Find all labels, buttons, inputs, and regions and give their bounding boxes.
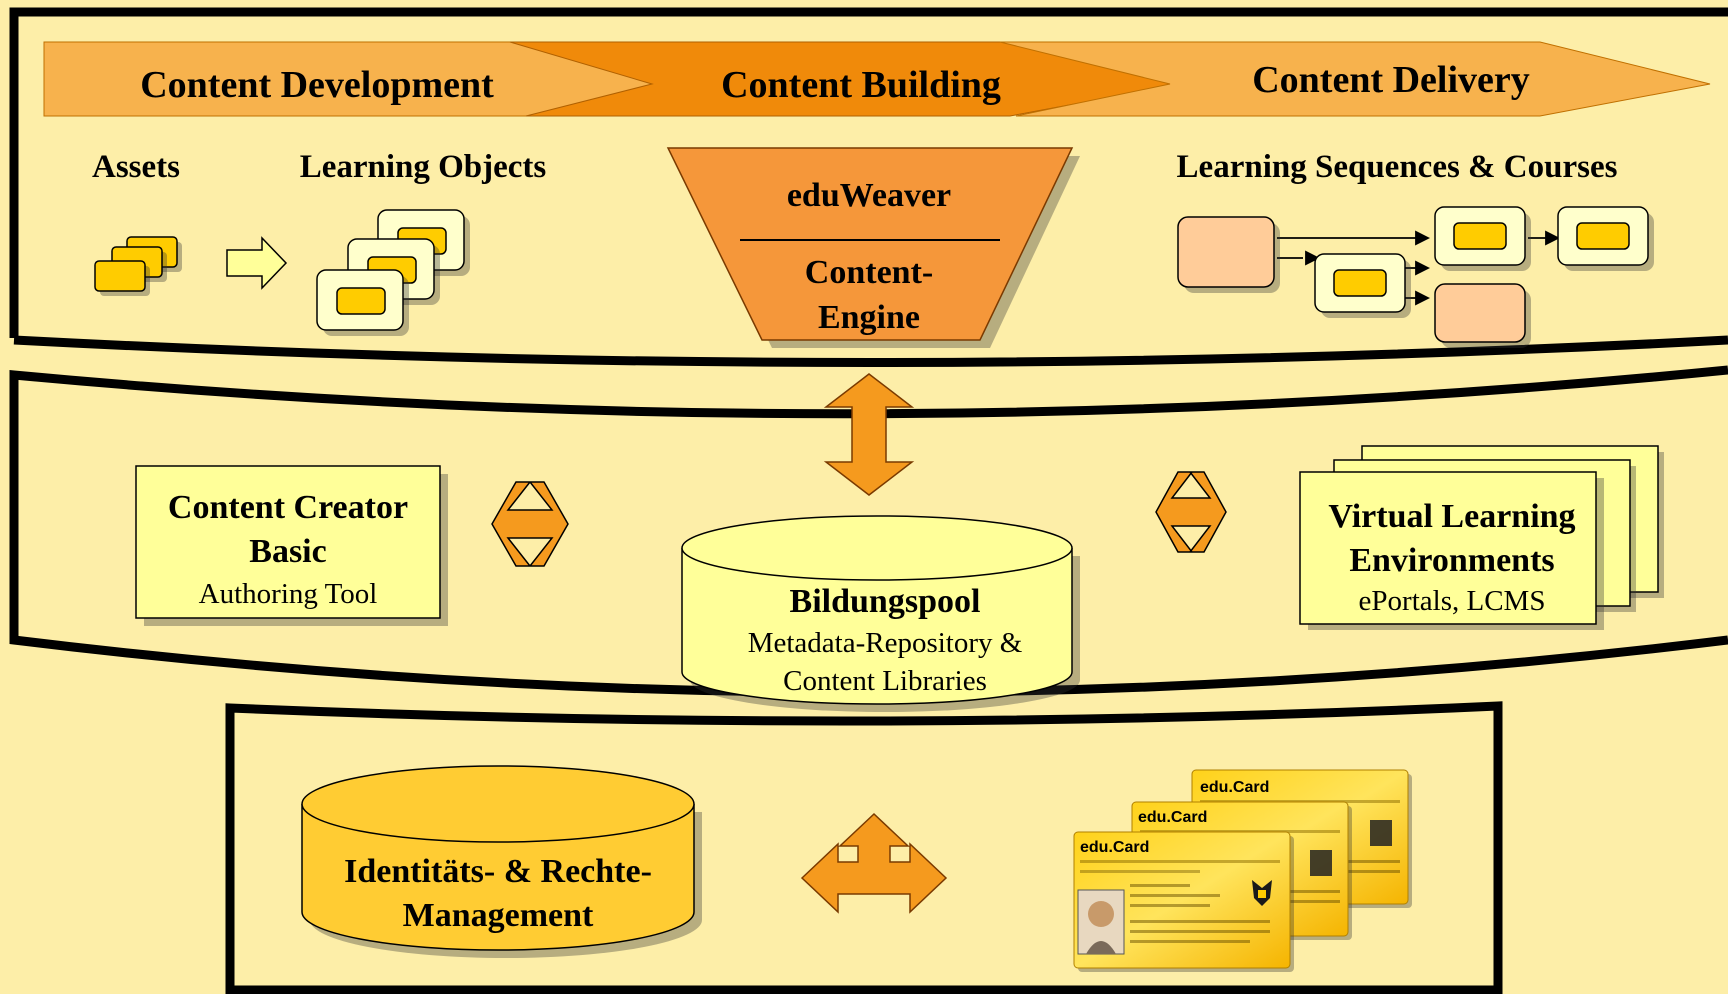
eagle-emblem-icon <box>1252 880 1272 906</box>
identity-management-cylinder: Identitäts- & Rechte- Management <box>301 765 702 958</box>
educard-back-brand: edu.Card <box>1200 779 1269 796</box>
learning-objects-label: Learning Objects <box>300 149 547 185</box>
eduweaver-title: eduWeaver <box>787 177 951 214</box>
content-creator-title1: Content Creator <box>168 489 408 526</box>
educard-stack: edu.Card edu.Card edu.Card <box>1073 769 1412 972</box>
content-creator-title2: Basic <box>249 533 326 570</box>
assets-label: Assets <box>92 149 180 185</box>
educard-front: edu.Card <box>1073 831 1294 972</box>
bildungspool-line2: Content Libraries <box>783 665 987 697</box>
identity-management-line1: Identitäts- & Rechte- <box>344 853 652 890</box>
bildungspool-line1: Metadata-Repository & <box>748 627 1023 659</box>
pool-vle-double-arrow-icon <box>1155 471 1227 553</box>
sequence-connectors <box>1277 230 1561 306</box>
middle-layer-outline <box>9 365 1728 697</box>
portrait-photo-icon <box>1077 889 1125 955</box>
assets-stack-icon <box>94 236 182 296</box>
vle-title2: Environments <box>1349 542 1554 579</box>
vle-subtitle: ePortals, LCMS <box>1359 585 1546 617</box>
bildungspool-title: Bildungspool <box>790 583 981 620</box>
eduweaver-funnel: eduWeaver Content- Engine <box>666 147 1080 348</box>
content-engine-line1: Content- <box>805 254 933 291</box>
vle-box-stack: Virtual Learning Environments ePortals, … <box>1299 445 1664 630</box>
content-engine-line2: Engine <box>818 299 920 336</box>
bottom-layer-outline <box>225 701 1503 994</box>
phase-development-label: Content Development <box>140 64 494 106</box>
assets-to-objects-arrow-icon <box>226 236 288 290</box>
top-layer-outline <box>9 7 1728 367</box>
engine-pool-double-arrow-icon <box>823 373 915 496</box>
content-creator-box: Content Creator Basic Authoring Tool <box>135 465 448 626</box>
vle-title1: Virtual Learning <box>1328 498 1575 535</box>
content-creator-subtitle: Authoring Tool <box>199 578 378 610</box>
educard-middle-brand: edu.Card <box>1138 809 1207 826</box>
bildungspool-cylinder: Bildungspool Metadata-Repository & Conte… <box>681 515 1080 712</box>
creator-pool-double-arrow-icon <box>491 481 569 567</box>
learning-objects-stack-icon <box>316 209 470 336</box>
phase-delivery-label: Content Delivery <box>1252 59 1530 101</box>
learning-sequence-graph <box>1177 206 1654 348</box>
three-way-arrow-icon <box>800 812 948 914</box>
educard-front-brand: edu.Card <box>1080 839 1149 856</box>
sequence-end-box <box>1434 283 1526 343</box>
sequence-start-box <box>1177 216 1275 288</box>
learning-sequences-label: Learning Sequences & Courses <box>1177 149 1618 185</box>
phase-delivery-arrow <box>999 41 1711 117</box>
phase-chevrons: Content Development Content Building Con… <box>43 41 1711 117</box>
phase-building-label: Content Building <box>721 64 1001 106</box>
identity-management-line2: Management <box>403 897 594 934</box>
